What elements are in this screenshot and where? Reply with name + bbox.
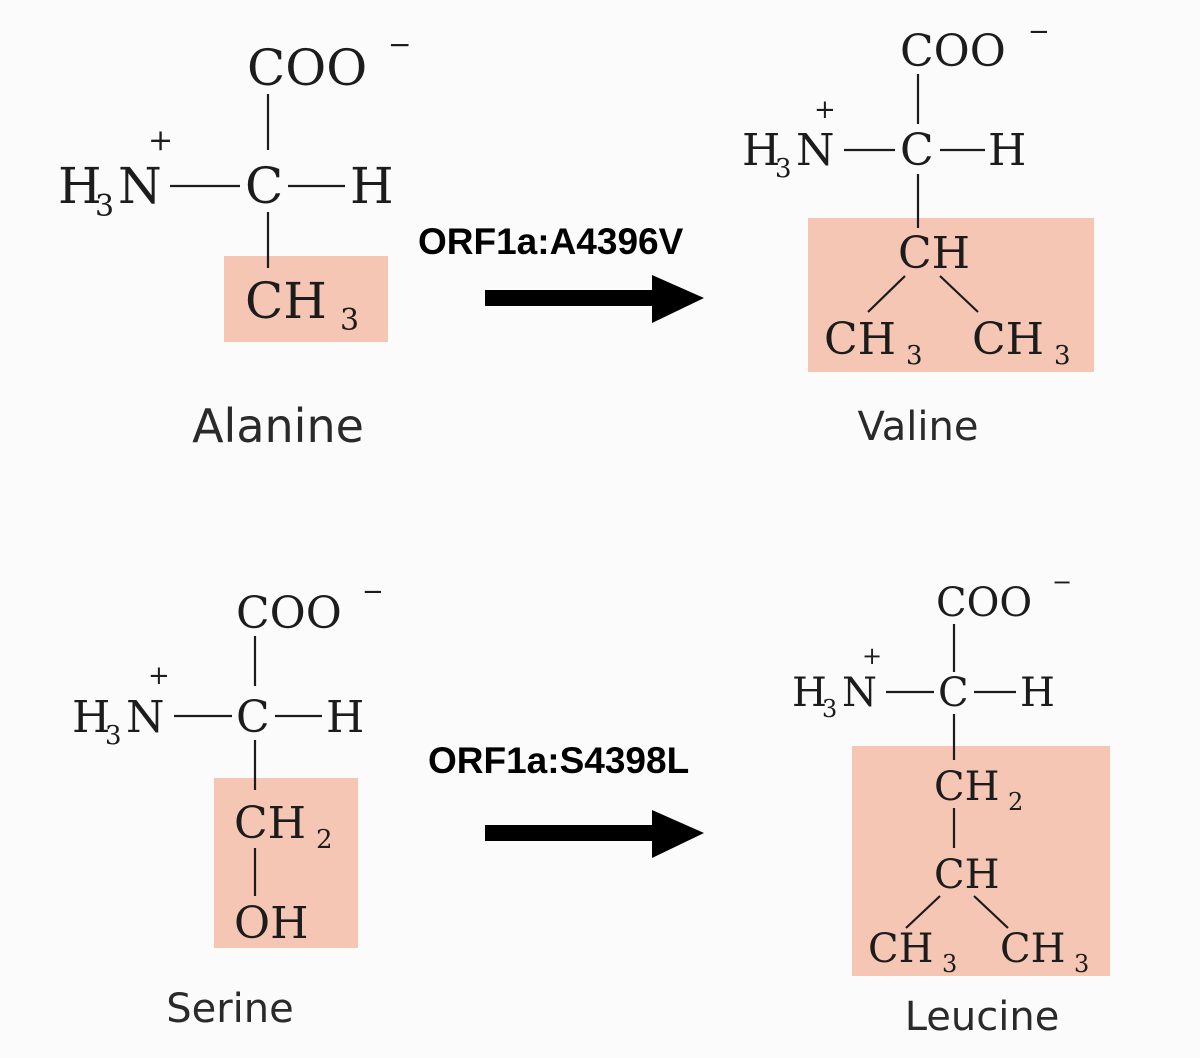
valine-ch3-right-sub: 3 [1054,341,1071,371]
serine-h3n-sub: 3 [105,721,122,751]
arrow-1-shaft [485,290,655,306]
leucine-bond-right [973,895,1009,929]
valine-ch3-left-sub: 3 [906,341,923,371]
serine-alpha-c: C [236,692,270,743]
leucine-n-charge: + [862,642,882,670]
serine-oh: OH [234,898,308,949]
leucine-coo-charge: − [1052,568,1072,596]
valine-structure: COO − H 3 N + C H CH CH 3 CH 3 [742,17,1094,372]
valine-h3n-n: N [796,125,835,176]
valine-coo-label: COO [900,26,1006,77]
serine-coo-label: COO [236,588,342,639]
valine-coo-charge: − [1028,17,1050,47]
valine-n-charge: + [814,95,836,125]
serine-name: Serine [166,986,294,1032]
serine-side-chain-highlight [214,778,358,948]
alanine-side-chain-highlight [224,256,388,342]
leucine-ch3-right: CH [1000,926,1066,972]
alanine-n-charge: + [148,123,173,158]
arrow-2-shaft [485,825,655,841]
serine-coo-charge: − [362,577,384,607]
arrow-2 [485,810,704,858]
leucine-alpha-h: H [1020,670,1055,716]
alanine-alpha-h: H [350,157,394,215]
serine-ch2-sub: 2 [316,825,333,855]
alanine-h3n-h: H [58,157,102,215]
alanine-coo-label: COO [247,39,367,97]
valine-ch3-right: CH [972,314,1044,365]
leucine-ch3-right-sub: 3 [1074,950,1089,978]
alanine-coo-charge: − [388,28,411,61]
arrow-1-head [652,275,704,323]
mutation-label-2: ORF1a:S4398L [428,740,689,781]
serine-h3n-h: H [72,692,110,743]
valine-bond-left [867,275,906,313]
valine-h3n-h: H [742,125,780,176]
alanine-ch: CH [245,272,327,330]
valine-name: Valine [858,404,979,450]
valine-ch3-left: CH [824,314,896,365]
leucine-ch2: CH [934,764,1000,810]
alanine-name: Alanine [192,399,364,453]
serine-ch2: CH [234,798,306,849]
alanine-h3n-sub: 3 [95,189,114,224]
valine-bond-right [939,275,979,313]
arrow-1 [485,275,704,323]
valine-h3n-sub: 3 [775,154,792,184]
leucine-h3n-sub: 3 [822,695,837,723]
leucine-gamma-ch: CH [934,852,1000,898]
valine-side-chain-highlight [808,218,1094,372]
valine-alpha-h: H [988,125,1026,176]
leucine-coo-label: COO [936,580,1032,626]
serine-alpha-h: H [326,692,364,743]
alanine-ch3-sub: 3 [340,303,359,338]
leucine-side-chain-highlight [852,746,1110,976]
serine-n-charge: + [148,661,170,691]
alanine-alpha-c: C [245,157,283,215]
serine-h3n-n: N [126,692,165,743]
arrow-2-head [652,810,704,858]
leucine-ch3-left-sub: 3 [942,950,957,978]
leucine-ch2-sub: 2 [1008,788,1023,816]
leucine-ch3-left: CH [868,926,934,972]
alanine-h3n-n: N [118,157,162,215]
leucine-structure: COO − H 3 N + C H CH 2 CH CH 3 CH 3 [792,568,1110,978]
valine-beta-ch: CH [898,228,970,279]
leucine-h3n-n: N [842,670,877,716]
serine-structure: COO − H 3 N + C H CH 2 OH [72,577,384,949]
leucine-bond-left [905,895,941,929]
alanine-structure: COO − H 3 N + C H CH 3 [58,28,411,342]
mutation-label-1: ORF1a:A4396V [418,221,684,262]
valine-alpha-c: C [900,125,934,176]
leucine-h3n-h: H [792,670,827,716]
leucine-name: Leucine [905,994,1060,1040]
leucine-alpha-c: C [938,670,969,716]
